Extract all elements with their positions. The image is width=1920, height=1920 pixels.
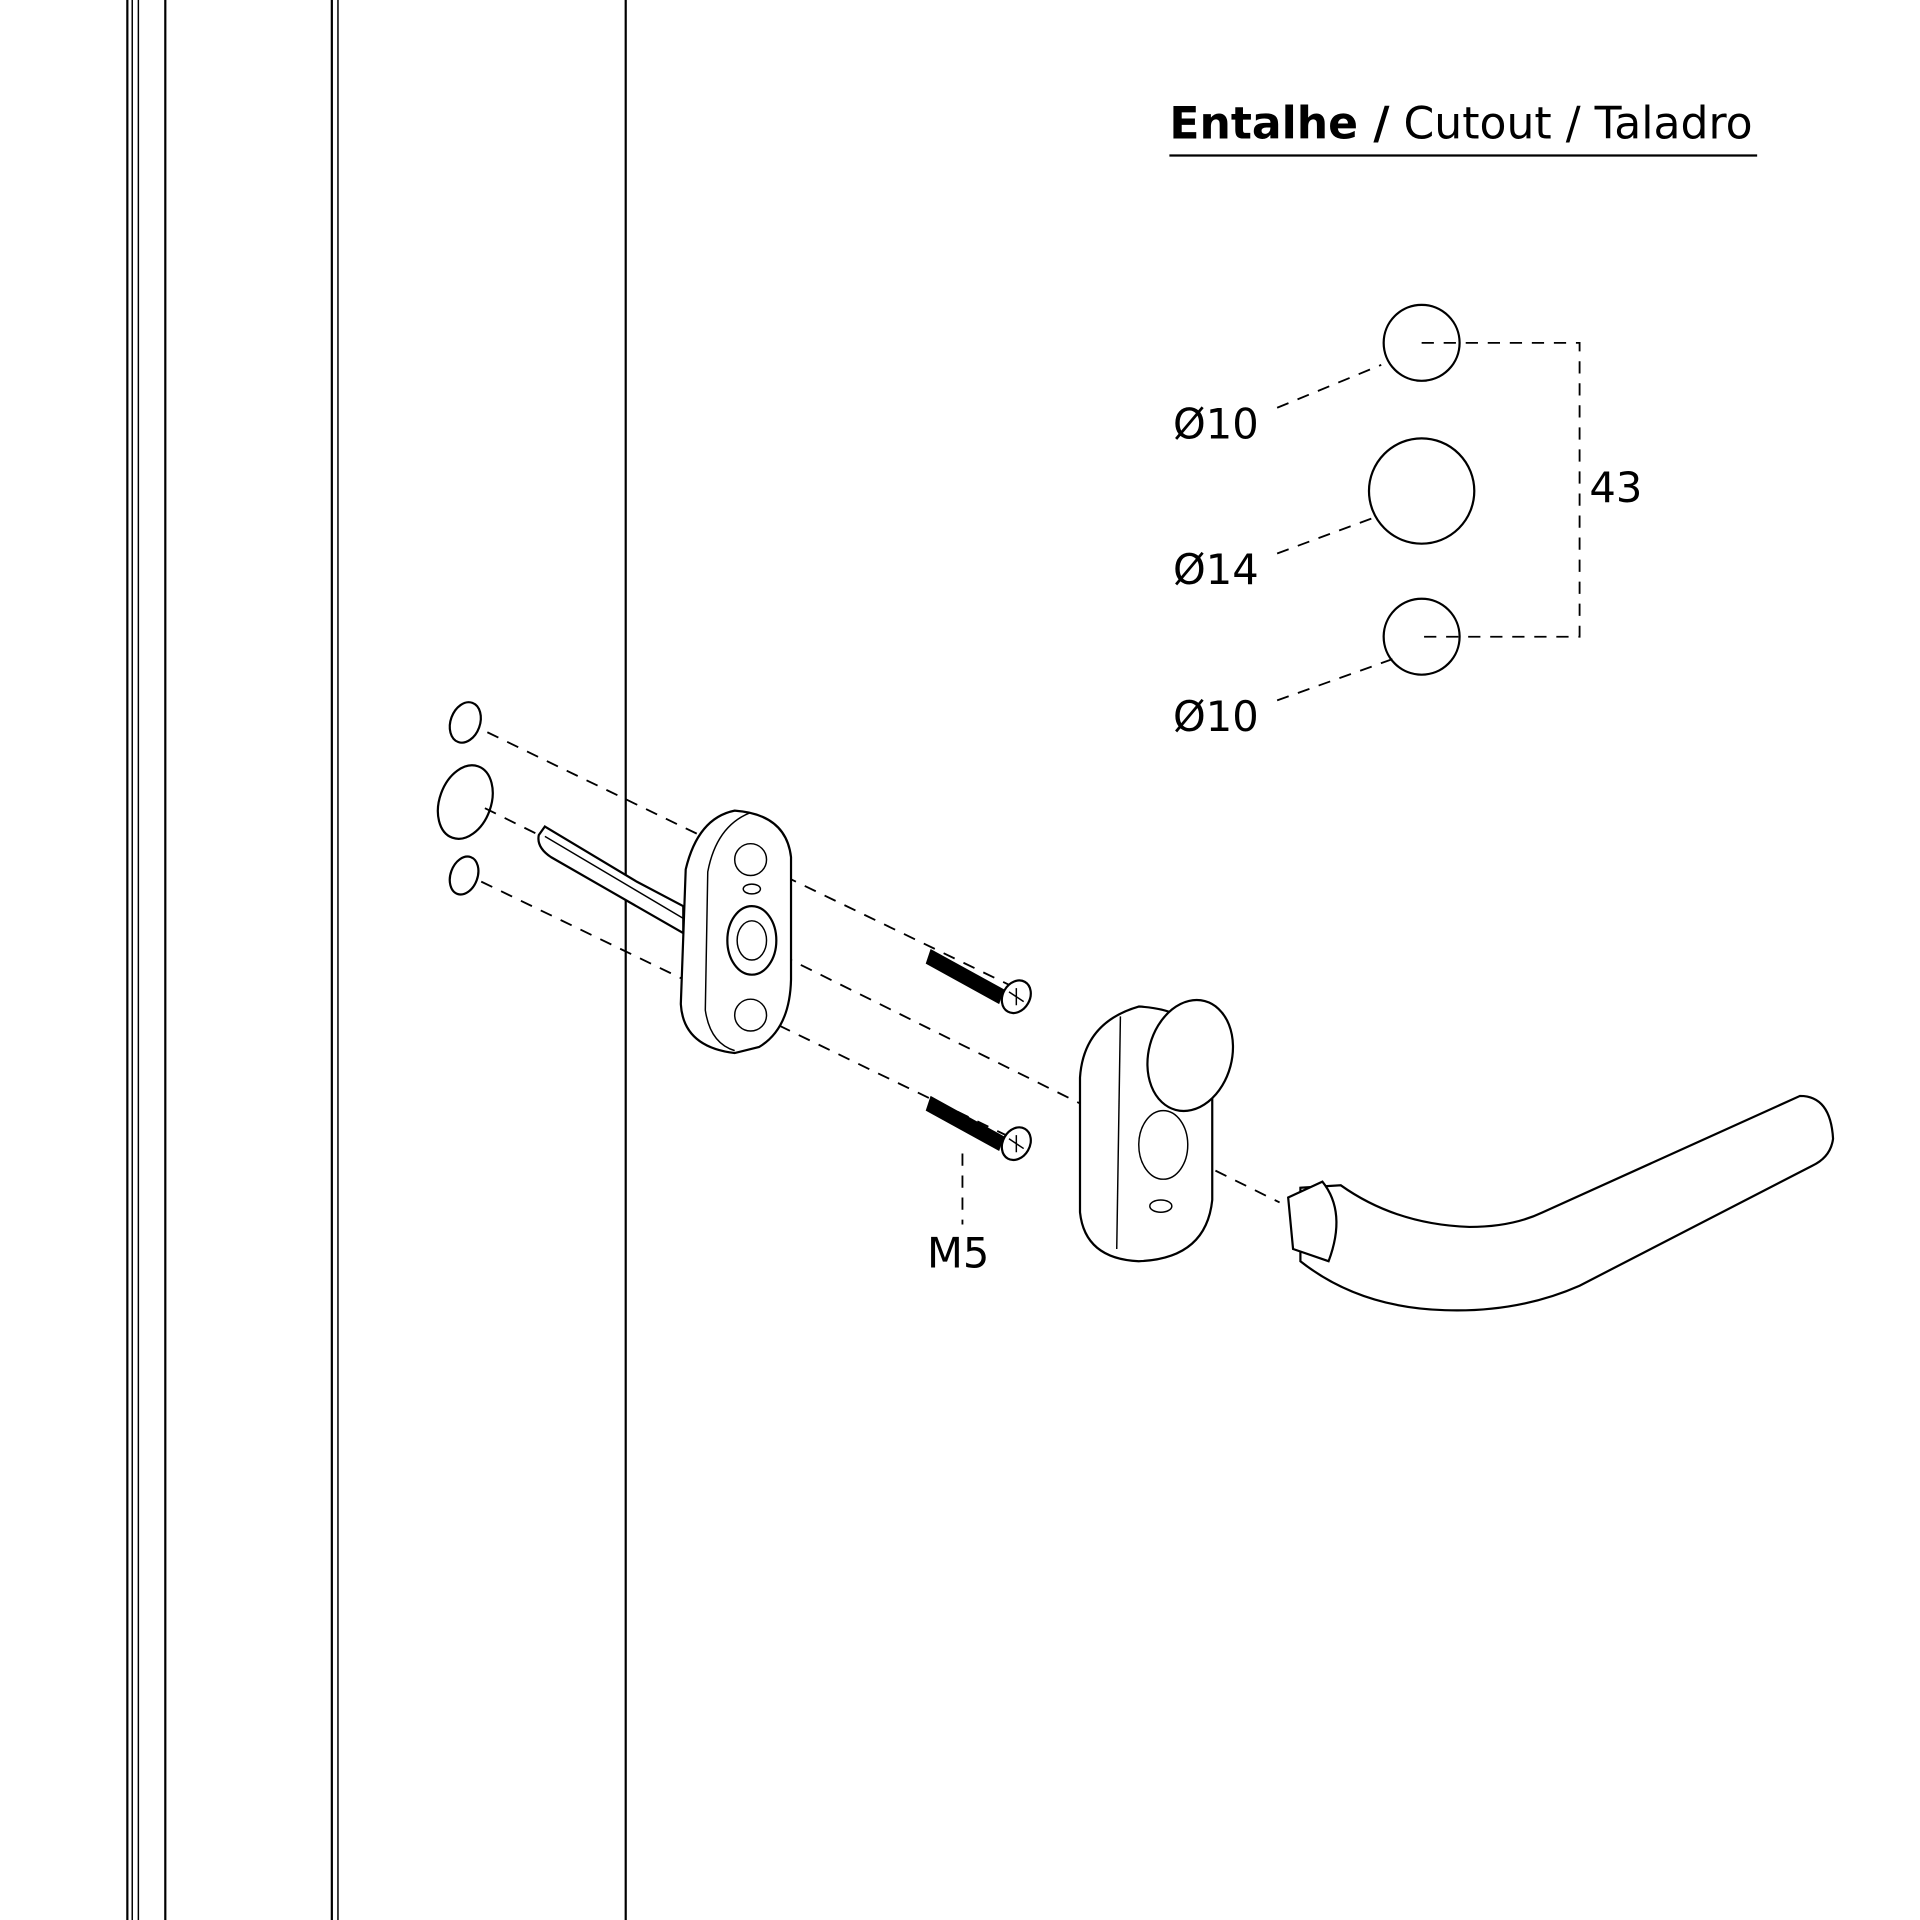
screw-bottom bbox=[925, 1095, 1032, 1162]
cutout-title: Entalhe / Cutout / Taladro bbox=[1169, 98, 1752, 149]
hole-label-bottom: Ø10 bbox=[1173, 692, 1259, 741]
lever-handle bbox=[1286, 1094, 1835, 1312]
hole-top bbox=[1382, 303, 1461, 382]
dimension-line bbox=[1421, 341, 1581, 638]
spindle bbox=[537, 825, 685, 935]
hole-label-top: Ø10 bbox=[1173, 399, 1259, 448]
door-holes bbox=[436, 701, 494, 896]
inner-rose bbox=[679, 809, 793, 1055]
cover-cap bbox=[1146, 998, 1235, 1113]
spacing-label: 43 bbox=[1589, 463, 1642, 512]
outer-rose bbox=[1078, 998, 1235, 1263]
screw-label: M5 bbox=[927, 1228, 989, 1277]
hole-center bbox=[1367, 437, 1476, 545]
cutout-template: 43 Ø10 Ø14 Ø10 bbox=[1173, 303, 1642, 741]
hole-bottom bbox=[1382, 597, 1461, 676]
hole-label-center: Ø14 bbox=[1173, 545, 1259, 594]
door-profile bbox=[126, 0, 627, 1920]
screw-top bbox=[925, 948, 1032, 1015]
